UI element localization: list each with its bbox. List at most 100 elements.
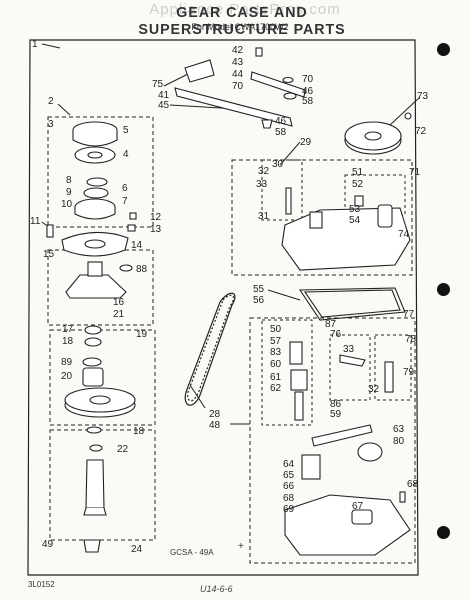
part-56-gasket	[298, 287, 406, 321]
leader-75	[163, 73, 189, 87]
part-17-washer	[84, 325, 102, 335]
callout-45: 45	[158, 100, 170, 111]
part-72-nut	[404, 112, 412, 120]
part-75-bracket	[184, 59, 215, 83]
part-70-washer	[282, 76, 294, 84]
group-box-48	[249, 317, 416, 564]
part-68-screw	[399, 491, 406, 503]
callout-83: 83	[270, 347, 282, 358]
part-20-bearing	[82, 367, 104, 387]
callout-11: 11	[30, 216, 41, 227]
leader-73	[389, 96, 421, 126]
group-box-77	[374, 334, 412, 401]
callout-67: 67	[352, 501, 364, 512]
callout-57: 57	[270, 336, 282, 347]
part-8-washer	[86, 177, 108, 187]
callout-17: 17	[62, 324, 74, 335]
part-28-belt	[184, 292, 236, 406]
callout-32a: 32	[258, 166, 270, 177]
part-33-lever	[339, 354, 366, 367]
part-46-clip	[283, 92, 297, 100]
callout-79: 79	[403, 367, 415, 378]
callout-64: 64	[283, 459, 295, 470]
callout-29: 29	[300, 137, 312, 148]
callout-61: 61	[270, 372, 282, 383]
leader-28	[189, 384, 206, 409]
callout-75: 75	[152, 79, 164, 90]
part-5-body	[72, 130, 118, 147]
watermark: Appliance PartsPros.com	[149, 1, 341, 18]
callout-65: 65	[283, 470, 295, 481]
plus-mark: +	[238, 541, 244, 552]
callout-86: 86	[330, 399, 342, 410]
callout-46b: 46	[275, 116, 287, 127]
callout-33a: 33	[256, 179, 268, 190]
callout-80: 80	[393, 436, 405, 447]
callout-49: 49	[42, 539, 54, 550]
part-11-pin	[46, 224, 54, 238]
callout-12: 12	[150, 212, 162, 223]
part-89-ring	[82, 357, 102, 367]
part-88-washer	[119, 264, 133, 272]
callout-8: 8	[66, 175, 72, 186]
callout-87: 87	[325, 319, 337, 330]
part-22-bushing	[89, 444, 103, 452]
callout-69: 69	[283, 504, 295, 515]
part-13-nut	[127, 224, 136, 232]
callout-4: 4	[123, 149, 129, 160]
part-15-housing	[65, 274, 127, 299]
callout-32b: 32	[368, 384, 380, 395]
callout-70a: 70	[232, 81, 244, 92]
handwritten-note: U14-6-6	[200, 584, 233, 594]
callout-78: 78	[405, 334, 417, 345]
callout-46a: 46	[302, 86, 314, 97]
group-box-29	[231, 159, 413, 276]
callout-19: 19	[136, 329, 148, 340]
callout-15: 15	[43, 249, 55, 260]
callout-62: 62	[270, 383, 282, 394]
callout-20: 20	[61, 371, 73, 382]
callout-76: 76	[330, 329, 342, 340]
part-44-bar	[250, 71, 306, 98]
group-box-24	[49, 429, 156, 541]
part-31-shaft	[285, 187, 292, 215]
callout-6: 6	[122, 183, 128, 194]
callout-13: 13	[150, 224, 162, 235]
leader-29	[279, 141, 301, 166]
callout-9: 9	[66, 187, 72, 198]
binder-hole-top	[437, 43, 450, 56]
callout-18b: 18	[133, 426, 145, 437]
part-41-bar	[174, 87, 293, 127]
part-85-spring	[289, 341, 303, 365]
callout-16: 16	[113, 297, 125, 308]
callout-66: 66	[283, 481, 295, 492]
part-63-arm	[311, 424, 373, 447]
part-69-base	[284, 494, 411, 556]
callout-55: 55	[253, 284, 265, 295]
callout-1: 1	[32, 39, 38, 50]
group-box-19	[49, 329, 156, 426]
leader-2	[57, 103, 71, 116]
frame-outline	[27, 39, 419, 576]
part-pinion-shaft	[294, 391, 304, 421]
callout-2: 2	[48, 96, 54, 107]
callout-42: 42	[232, 45, 244, 56]
callout-88: 88	[136, 264, 148, 275]
callout-44: 44	[232, 69, 244, 80]
callout-56: 56	[253, 295, 265, 306]
callout-21: 21	[113, 309, 125, 320]
callout-52: 52	[352, 179, 364, 190]
callout-33b: 33	[343, 344, 355, 355]
model-subtitle: For Model CWA1700W2	[191, 22, 289, 32]
callout-28: 28	[209, 409, 221, 420]
part-18-washer	[84, 337, 102, 347]
part-62-gear	[290, 369, 308, 391]
part-53-plug	[354, 195, 364, 207]
callout-24: 24	[131, 544, 143, 555]
callout-18a: 18	[62, 336, 74, 347]
callout-22: 22	[117, 444, 129, 455]
part-79-rod	[384, 361, 394, 393]
part-65-block	[301, 454, 321, 480]
callout-77: 77	[403, 309, 415, 320]
